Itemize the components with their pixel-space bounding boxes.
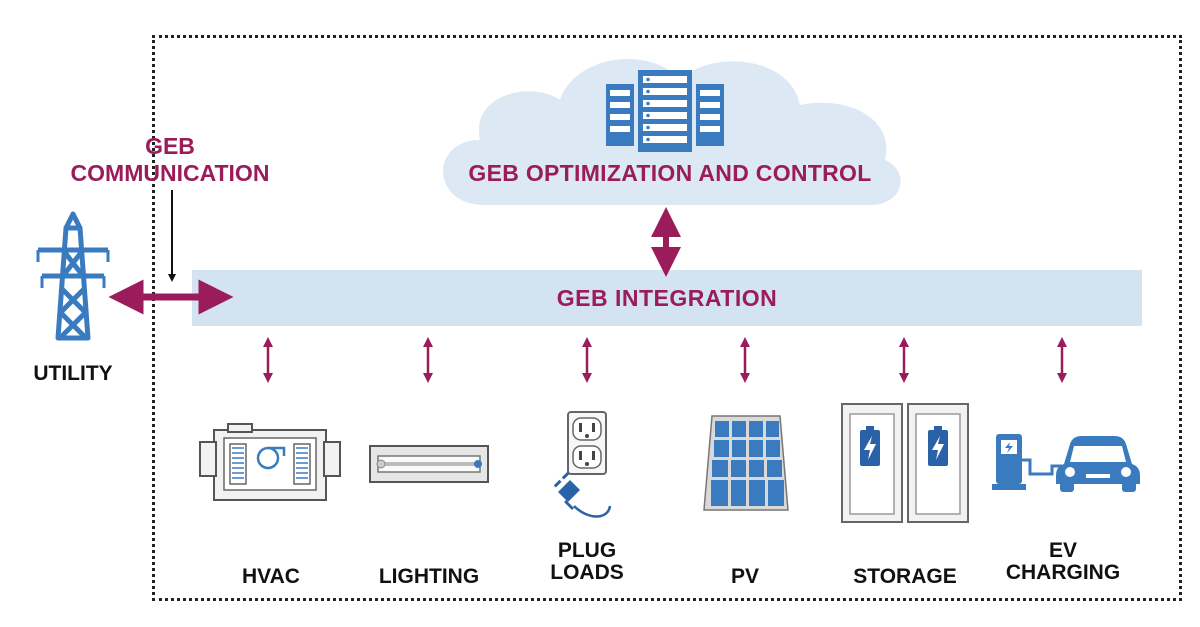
integration-bar: [192, 270, 1142, 326]
battery-storage-icon: [841, 403, 969, 523]
device-label-hvac: HVAC: [242, 565, 300, 588]
cloud-label: GEB OPTIMIZATION AND CONTROL: [468, 160, 872, 186]
transmission-tower-icon: [36, 211, 110, 341]
server-rack-icon: [606, 70, 724, 152]
device-label-ev-charging: EV CHARGING: [1005, 539, 1121, 584]
integration-label: GEB INTEGRATION: [556, 284, 778, 311]
light-fixture-icon: [369, 445, 489, 483]
device-label-lighting: LIGHTING: [378, 565, 480, 588]
hvac-unit-icon: [199, 423, 341, 501]
utility-label: UTILITY: [33, 362, 113, 385]
solar-panel-icon: [703, 415, 789, 511]
device-label-plug-loads: PLUG LOADS: [550, 539, 624, 584]
ev-charger-icon: [992, 434, 1140, 492]
outlet-plug-icon: [553, 411, 612, 518]
device-label-storage: STORAGE: [853, 565, 957, 588]
building-boundary: [152, 35, 1182, 601]
device-label-pv: PV: [730, 565, 759, 588]
communication-label: GEB COMMUNICATION: [70, 133, 270, 186]
